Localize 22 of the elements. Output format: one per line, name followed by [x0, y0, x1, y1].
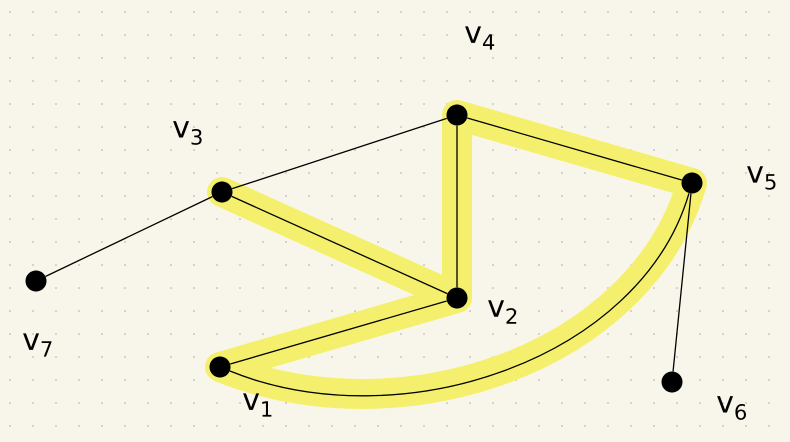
- vertex-dot: [210, 356, 230, 378]
- edge-line: [230, 193, 690, 396]
- vertex-label: v$_{5}$: [747, 166, 776, 190]
- edge-line: [467, 117, 682, 181]
- edge-line: [232, 118, 448, 190]
- vertex-dot: [446, 288, 468, 308]
- vertex-label: v$_{7}$: [23, 333, 52, 357]
- vertex-label: v$_{3}$: [173, 121, 202, 145]
- vertex-label: v$_{6}$: [717, 396, 746, 420]
- edge-line: [45, 196, 213, 277]
- vertex-label: v$_{1}$: [243, 393, 272, 417]
- edge-line: [231, 196, 448, 294]
- vertex-label: v$_{2}$: [488, 300, 516, 324]
- vertex-dot: [212, 182, 232, 202]
- vertex-dot: [682, 172, 702, 194]
- vertex-label: v$_{4}$: [465, 26, 494, 50]
- vertex-dot: [446, 104, 468, 126]
- edge-line: [672, 194, 692, 372]
- edge-line: [456, 126, 458, 288]
- edge-line: [230, 300, 447, 365]
- vertex-dot: [26, 270, 46, 292]
- vertex-dot: [662, 372, 682, 392]
